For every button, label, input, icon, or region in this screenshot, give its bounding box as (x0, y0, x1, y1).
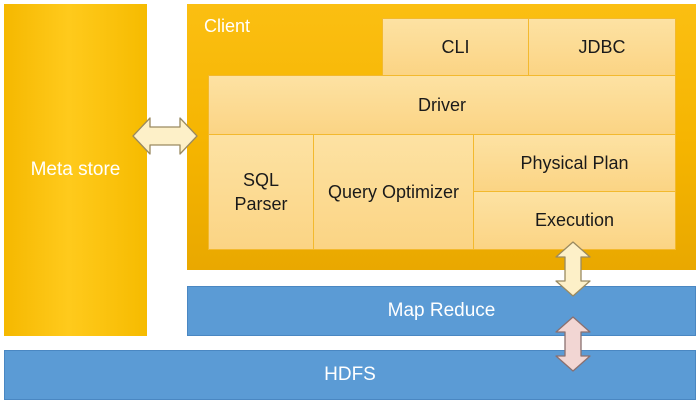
client-mapreduce-arrow (555, 241, 591, 297)
query-optimizer-box: Query Optimizer (313, 134, 474, 250)
query-optimizer-label: Query Optimizer (327, 181, 460, 202)
physical-plan-label: Physical Plan (520, 152, 629, 173)
driver-label: Driver (418, 94, 466, 115)
physical-plan-box: Physical Plan (473, 134, 676, 192)
client-label: Client (204, 16, 251, 36)
sql-parser-label: SQL Parser (234, 169, 288, 214)
jdbc-box: JDBC (528, 18, 676, 76)
metastore-client-arrow (132, 117, 198, 155)
sql-parser-box: SQL Parser (208, 134, 314, 250)
jdbc-label: JDBC (578, 36, 626, 57)
meta-store-label: Meta store (30, 159, 121, 180)
meta-store-box: Meta store (4, 4, 147, 336)
cli-box: CLI (382, 18, 529, 76)
cli-label: CLI (441, 36, 470, 57)
hdfs-label: HDFS (324, 364, 376, 385)
map-reduce-label: Map Reduce (387, 300, 496, 321)
map-reduce-box: Map Reduce (187, 286, 696, 336)
driver-box: Driver (208, 75, 676, 135)
execution-box: Execution (473, 191, 676, 250)
execution-label: Execution (534, 210, 615, 231)
mapreduce-hdfs-arrow (555, 316, 591, 372)
